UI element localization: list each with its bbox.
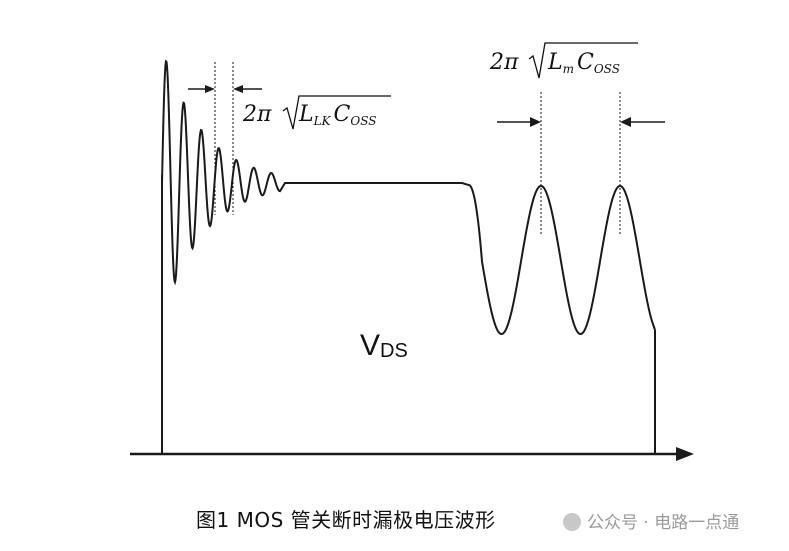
watermark: 公众号 · 电路一点通 xyxy=(563,508,739,533)
formula-left-prefix: 2π xyxy=(242,102,272,127)
formula-left-l-sub: LK xyxy=(313,114,332,128)
formula-right-l: L xyxy=(547,50,563,75)
formula-right-prefix: 2π xyxy=(489,50,519,75)
right-arrowhead-out xyxy=(620,117,631,127)
x-axis-arrowhead xyxy=(676,447,694,461)
watermark-text: 公众号 · 电路一点通 xyxy=(587,513,740,533)
formula-right-radical xyxy=(528,42,638,79)
formula-left-c-sub: OSS xyxy=(350,114,376,128)
formula-right-c: C xyxy=(577,50,594,75)
vds-label-main: V xyxy=(360,329,380,362)
formula-right-c-sub: OSS xyxy=(594,62,620,76)
vds-label-sub: DS xyxy=(380,340,408,362)
vds-label: VDS xyxy=(360,329,408,362)
wechat-icon xyxy=(563,513,581,531)
formula-left-radical xyxy=(282,95,391,130)
formula-left-l: L xyxy=(298,102,314,127)
left-arrowhead-out xyxy=(233,85,243,93)
vds-waveform xyxy=(161,59,656,336)
caption-text: 图1 MOS 管关断时漏极电压波形 xyxy=(196,508,496,532)
formula-left-c: C xyxy=(334,102,351,127)
formula-right-l-sub: m xyxy=(563,62,574,76)
figure-caption: 图1 MOS 管关断时漏极电压波形 公众号 · 电路一点通 xyxy=(0,504,789,534)
right-arrowhead-in xyxy=(530,117,541,127)
left-arrowhead-in xyxy=(205,85,215,93)
